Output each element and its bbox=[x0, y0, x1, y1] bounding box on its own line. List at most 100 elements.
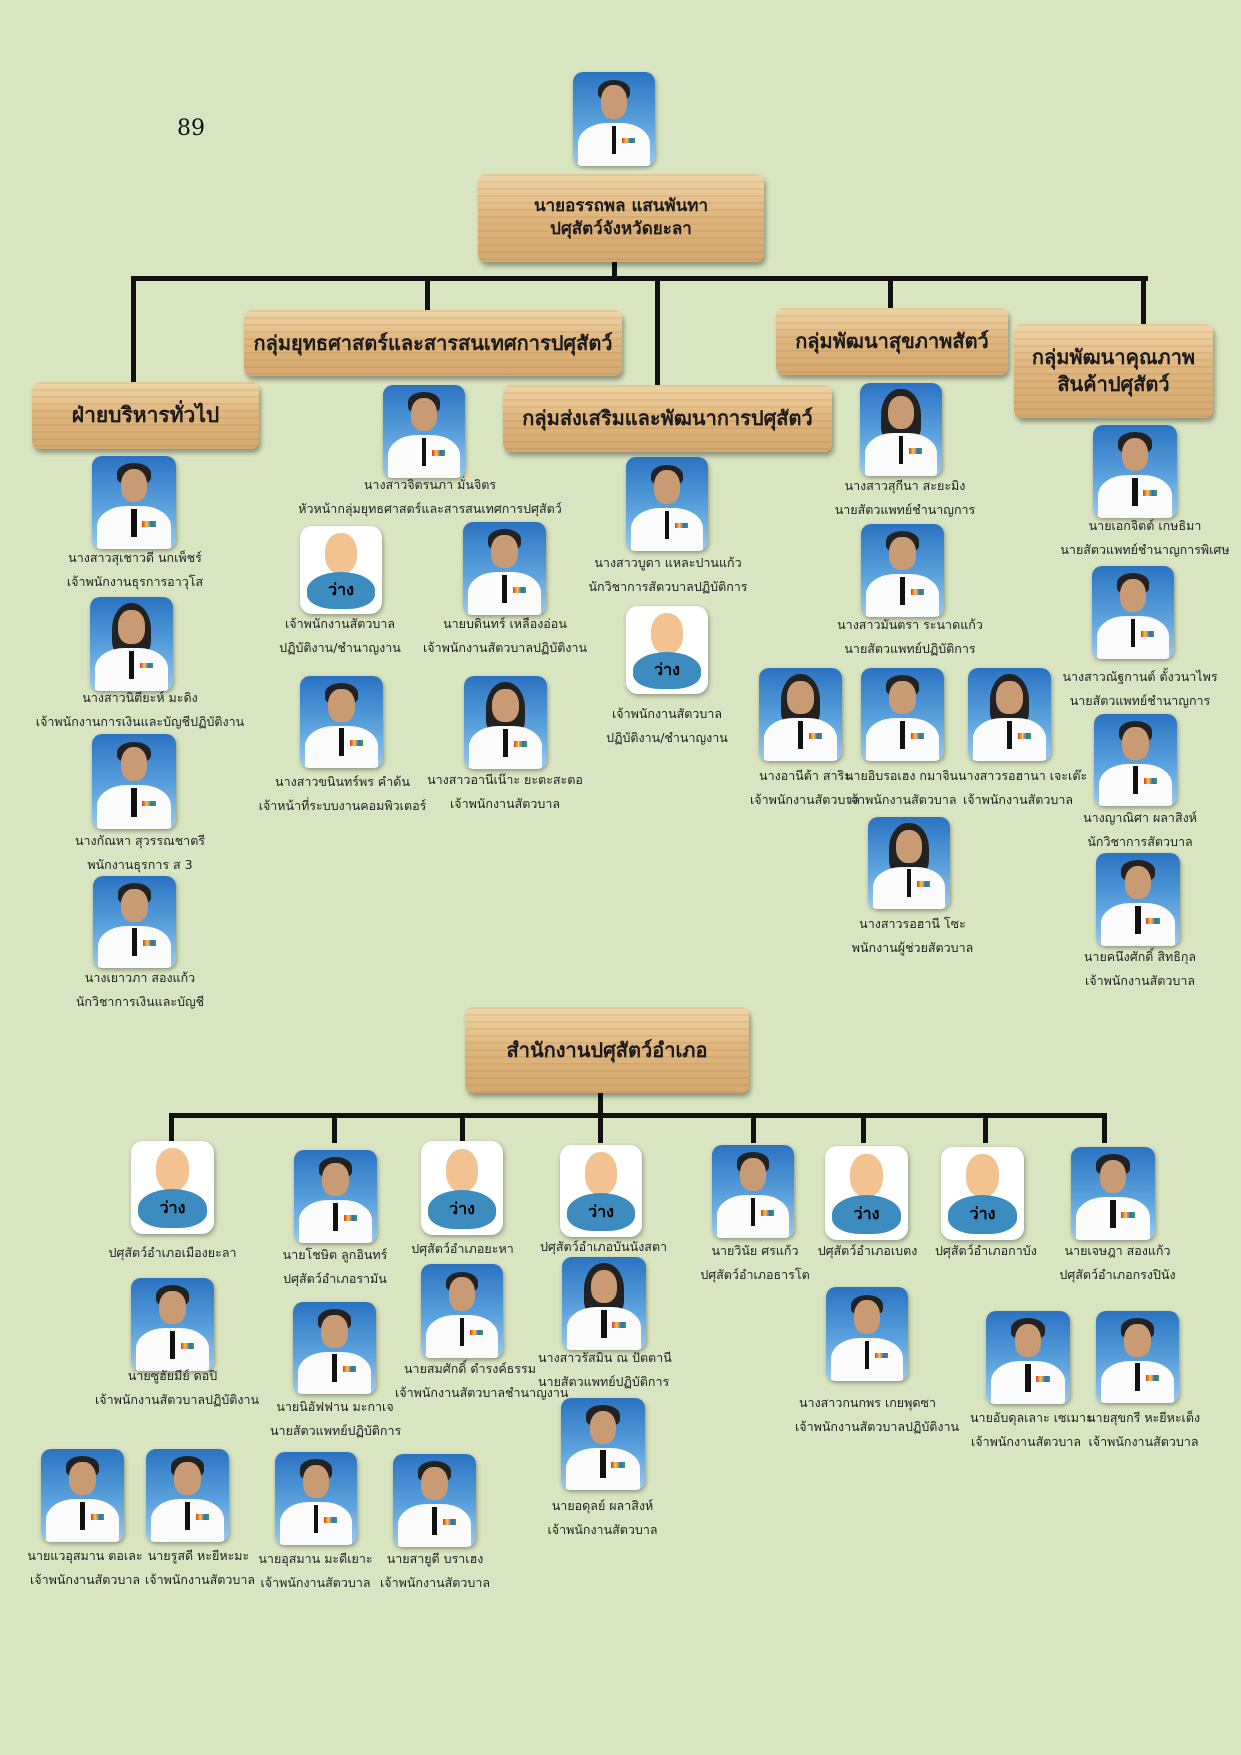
director-box: นายอรรถพล แสนพันทา ปศุสัตว์จังหวัดยะลา bbox=[478, 174, 764, 262]
connector bbox=[861, 1113, 866, 1143]
d2-role: ปศุสัตว์อำเภอรามัน bbox=[283, 1271, 387, 1286]
q3-name: นางญาณิศา ผลาสิงห์ bbox=[1083, 810, 1197, 825]
connector bbox=[598, 1113, 603, 1143]
f4-photo bbox=[393, 1454, 476, 1547]
vacant-label: ว่าง bbox=[831, 1194, 902, 1235]
a1-caption: นางสาวสุเชาวดี นกเพ็ชร์ เจ้าพนักงานธุรกา… bbox=[40, 546, 230, 594]
q3-role: นักวิชาการสัตวบาล bbox=[1087, 834, 1193, 849]
s3-name: นายบดินทร์ เหลืองอ่อน bbox=[443, 616, 567, 631]
d1-vacant-photo: ว่าง bbox=[131, 1141, 214, 1234]
a2-caption: นางสาวนิตียะห์ มะดิง เจ้าพนักงานการเงินแ… bbox=[20, 686, 260, 734]
a3-photo bbox=[92, 734, 176, 829]
e1-name: นายซูฮัยมีย์ ดอปิ bbox=[127, 1368, 218, 1383]
a1-role: เจ้าพนักงานธุรการอาวุโส bbox=[66, 574, 204, 589]
s1-photo bbox=[383, 385, 465, 478]
d4-vacant-photo: ว่าง bbox=[560, 1145, 642, 1237]
vacant-label: ว่าง bbox=[632, 651, 702, 689]
e8-caption: นายสุขกรี หะยีหะเต็ง เจ้าพนักงานสัตวบาล bbox=[1087, 1406, 1200, 1454]
f3-role: เจ้าพนักงานสัตวบาล bbox=[260, 1575, 371, 1590]
a3-caption: นางกัณหา สุวรรณชาตรี พนักงานธุรการ ส 3 bbox=[40, 829, 240, 877]
connector bbox=[751, 1113, 756, 1143]
e7-caption: นายอับดุลเลาะ เซเมาะ เจ้าพนักงานสัตวบาล bbox=[970, 1406, 1093, 1454]
s1-role: หัวหน้ากลุ่มยุทธศาสตร์และสารสนเทศการปศุส… bbox=[298, 501, 562, 516]
f4-name: นายสายูตี บราเฮง bbox=[386, 1551, 484, 1566]
s1-name: นางสาวจิตรนภา มั่นจิตร bbox=[363, 477, 497, 492]
e8-name: นายสุขกรี หะยีหะเต็ง bbox=[1087, 1410, 1201, 1425]
f2-name: นายรูสดี หะยีหะมะ bbox=[147, 1548, 250, 1563]
e6-name: นางสาวกนกพร เกยพุดซา bbox=[799, 1395, 936, 1410]
f3-caption: นายอุสมาน มะดีเยาะ เจ้าพนักงานสัตวบาล bbox=[258, 1547, 373, 1595]
h6-caption: นางสาวรอฮานี โซะ พนักงานผู้ช่วยสัตวบาล bbox=[830, 912, 995, 960]
q2-name: นางสาวณัฐกานต์ ตั้งวนาไพร bbox=[1062, 669, 1218, 684]
e2-caption: นายนิอัฟฟาน มะกาเจ นายสัตวแพทย์ปฏิบัติกา… bbox=[270, 1395, 401, 1443]
q1-photo bbox=[1093, 425, 1177, 518]
h2-role: นายสัตวแพทย์ปฏิบัติการ bbox=[844, 641, 976, 656]
d2-name: นายโชษิต ลูกอินทร์ bbox=[282, 1247, 388, 1262]
h1-caption: นางสาวสุกีนา สะยะมิง นายสัตวแพทย์ชำนาญกา… bbox=[820, 474, 990, 522]
d5-name: นายวินัย ศรแก้ว bbox=[711, 1243, 799, 1258]
s2-caption: เจ้าพนักงานสัตวบาล ปฏิบัติงาน/ชำนาญงาน bbox=[255, 612, 425, 660]
group-district-label: สำนักงานปศุสัตว์อำเภอ bbox=[506, 1037, 708, 1062]
director-title: ปศุสัตว์จังหวัดยะลา bbox=[550, 219, 692, 239]
e5-photo bbox=[561, 1398, 645, 1490]
group-strategy-label: กลุ่มยุทธศาสตร์และสารสนเทศการปศุสัตว์ bbox=[253, 330, 613, 355]
f1-role: เจ้าพนักงานสัตวบาล bbox=[29, 1572, 141, 1587]
vacant-label: ว่าง bbox=[137, 1189, 208, 1229]
group-admin-label: ฝ่ายบริหารทั่วไป bbox=[71, 403, 220, 428]
connector bbox=[612, 262, 617, 278]
d6-vacant-photo: ว่าง bbox=[825, 1146, 908, 1240]
connector bbox=[1141, 276, 1146, 324]
p2-role: ปฏิบัติงาน/ชำนาญงาน bbox=[606, 730, 728, 745]
e8-photo bbox=[1096, 1311, 1179, 1403]
d2-caption: นายโชษิต ลูกอินทร์ ปศุสัตว์อำเภอรามัน bbox=[270, 1243, 400, 1291]
h2-caption: นางสาวมันตรา ระนาดแก้ว นายสัตวแพทย์ปฏิบั… bbox=[820, 613, 1000, 661]
connector bbox=[332, 1113, 337, 1143]
d8-role: ปศุสัตว์อำเภอกรงปินัง bbox=[1059, 1267, 1176, 1282]
p1-photo bbox=[626, 457, 708, 551]
q2-role: นายสัตวแพทย์ชำนาญการ bbox=[1069, 693, 1211, 708]
a4-role: นักวิชาการเงินและบัญชี bbox=[75, 994, 205, 1009]
e5-name: นายอดุลย์ ผลาสิงห์ bbox=[551, 1498, 654, 1513]
s2-name: เจ้าพนักงานสัตวบาล bbox=[284, 616, 396, 631]
q4-photo bbox=[1096, 853, 1180, 946]
d7-caption: ปศุสัตว์อำเภอกาบัง bbox=[935, 1239, 1037, 1263]
h6-name: นางสาวรอฮานี โซะ bbox=[859, 916, 966, 931]
q1-name: นายเอกจิตต์ เกษธิมา bbox=[1088, 518, 1202, 533]
p2-name: เจ้าพนักงานสัตวบาล bbox=[611, 706, 723, 721]
p2-caption: เจ้าพนักงานสัตวบาล ปฏิบัติงาน/ชำนาญงาน bbox=[582, 702, 752, 750]
group-strategy: กลุ่มยุทธศาสตร์และสารสนเทศการปศุสัตว์ bbox=[244, 310, 622, 376]
connector bbox=[598, 1092, 603, 1117]
connector bbox=[131, 276, 136, 382]
connector bbox=[460, 1113, 465, 1143]
a2-role: เจ้าพนักงานการเงินและบัญชีปฏิบัติงาน bbox=[35, 714, 245, 729]
d6-role: ปศุสัตว์อำเภอเบตง bbox=[817, 1243, 918, 1258]
connector bbox=[1102, 1113, 1107, 1143]
group-health-label: กลุ่มพัฒนาสุขภาพสัตว์ bbox=[795, 329, 989, 353]
h5-role: เจ้าพนักงานสัตวบาล bbox=[962, 792, 1074, 807]
d4-caption: ปศุสัตว์อำเภอบันนังสตา bbox=[540, 1235, 667, 1259]
d8-caption: นายเจษฎา สองแก้ว ปศุสัตว์อำเภอกรงปินัง bbox=[1055, 1239, 1180, 1287]
connector bbox=[169, 1113, 1107, 1118]
e5-caption: นายอดุลย์ ผลาสิงห์ เจ้าพนักงานสัตวบาล bbox=[545, 1494, 660, 1542]
s4-caption: นางสาวขนินทร์พร คำด้น เจ้าหน้าที่ระบบงาน… bbox=[230, 770, 455, 818]
e1-role: เจ้าพนักงานสัตวบาลปฏิบัติงาน bbox=[95, 1392, 260, 1407]
e6-photo bbox=[826, 1287, 908, 1381]
group-district: สำนักงานปศุสัตว์อำเภอ bbox=[465, 1007, 749, 1093]
q4-role: เจ้าพนักงานสัตวบาล bbox=[1084, 973, 1196, 988]
q3-photo bbox=[1094, 714, 1177, 806]
s3-role: เจ้าพนักงานสัตวบาลปฏิบัติงาน bbox=[422, 640, 588, 655]
vacant-label: ว่าง bbox=[427, 1189, 497, 1230]
a4-caption: นางเยาวภา สองแก้ว นักวิชาการเงินและบัญชี bbox=[40, 966, 240, 1014]
d5-role: ปศุสัตว์อำเภอธารโต bbox=[700, 1267, 810, 1282]
f1-name: นายแวอุสมาน ตอเละ bbox=[27, 1548, 143, 1563]
h5-photo bbox=[968, 668, 1051, 761]
group-admin: ฝ่ายบริหารทั่วไป bbox=[32, 382, 259, 449]
s4-name: นางสาวขนินทร์พร คำด้น bbox=[275, 774, 410, 789]
e7-role: เจ้าพนักงานสัตวบาล bbox=[970, 1434, 1082, 1449]
h1-name: นางสาวสุกีนา สะยะมิง bbox=[844, 478, 966, 493]
e5-role: เจ้าพนักงานสัตวบาล bbox=[547, 1522, 658, 1537]
e3-name: นายสมศักดิ์ ดำรงค์ธรรม bbox=[404, 1361, 536, 1376]
e7-name: นายอับดุลเลาะ เซเมาะ bbox=[970, 1410, 1093, 1425]
s4-photo bbox=[300, 676, 383, 768]
h1-role: นายสัตวแพทย์ชำนาญการ bbox=[834, 502, 976, 517]
